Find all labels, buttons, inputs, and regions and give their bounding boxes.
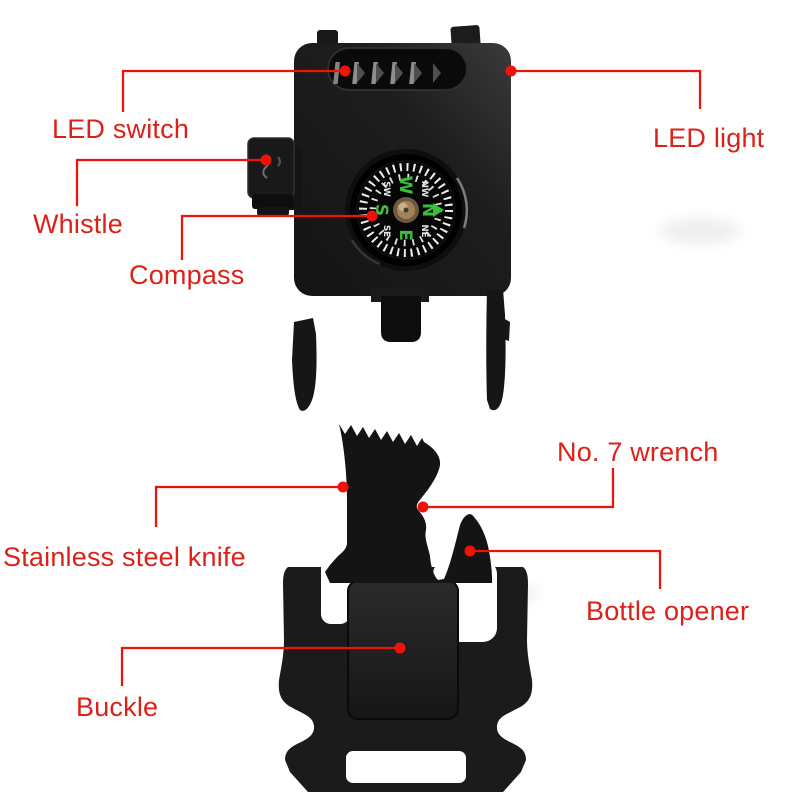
no7-wrench-label: No. 7 wrench [557,437,719,467]
compass-letter-n: N [418,203,438,217]
compass-letter-nw: NW [419,181,429,198]
led-light-leader-line [505,65,702,109]
compass-letter-se: SE [381,225,391,237]
buckle-underside [292,288,510,411]
bottle-opener-leader-line [464,545,662,589]
led-switch-label: LED switch [52,114,190,144]
compass-dial: N E S W NE SE SW NW [345,149,469,271]
top-buckle-assembly: N E S W NE SE SW NW [247,25,511,411]
whistle-label: Whistle [33,209,123,239]
strap-tab-right [450,25,481,48]
left-prong [292,318,317,411]
knife-wrench-opener-tool [325,424,492,583]
bottle-opener-label: Bottle opener [586,596,750,626]
compass-letter-w: W [395,176,415,195]
strap-tab-left [317,30,338,47]
led-switch-leader-line [121,65,351,112]
photo-smudge [660,218,740,244]
led-switch-ridges [333,62,441,84]
center-post [381,296,421,342]
compass-leader-line [180,210,378,260]
buckle-strap-slot [346,751,466,783]
whistle-body [247,137,302,216]
north-arrow-icon [433,203,444,217]
compass-letter-ne: NE [419,225,429,238]
no7-wrench-leader-line [417,468,615,513]
buckle-leader-line [120,642,406,686]
led-light-label: LED light [653,123,765,153]
bottom-buckle-assembly [278,424,533,792]
glass-highlight [455,177,469,229]
compass-letter-e: E [395,229,415,241]
annotations [75,65,702,686]
whistle-leader-line [75,154,272,206]
stainless-steel-knife-label: Stainless steel knife [3,542,246,572]
buckle-label: Buckle [76,692,159,722]
compass-tick-ring-outer [359,163,453,257]
led-switch-panel [327,47,468,91]
stainless-steel-knife-leader-line [154,481,349,527]
compass-letter-sw: SW [381,181,391,197]
right-prong [486,289,506,411]
compass-label: Compass [129,260,245,290]
compass-rose: N E S W NE SE SW NW [371,176,444,241]
